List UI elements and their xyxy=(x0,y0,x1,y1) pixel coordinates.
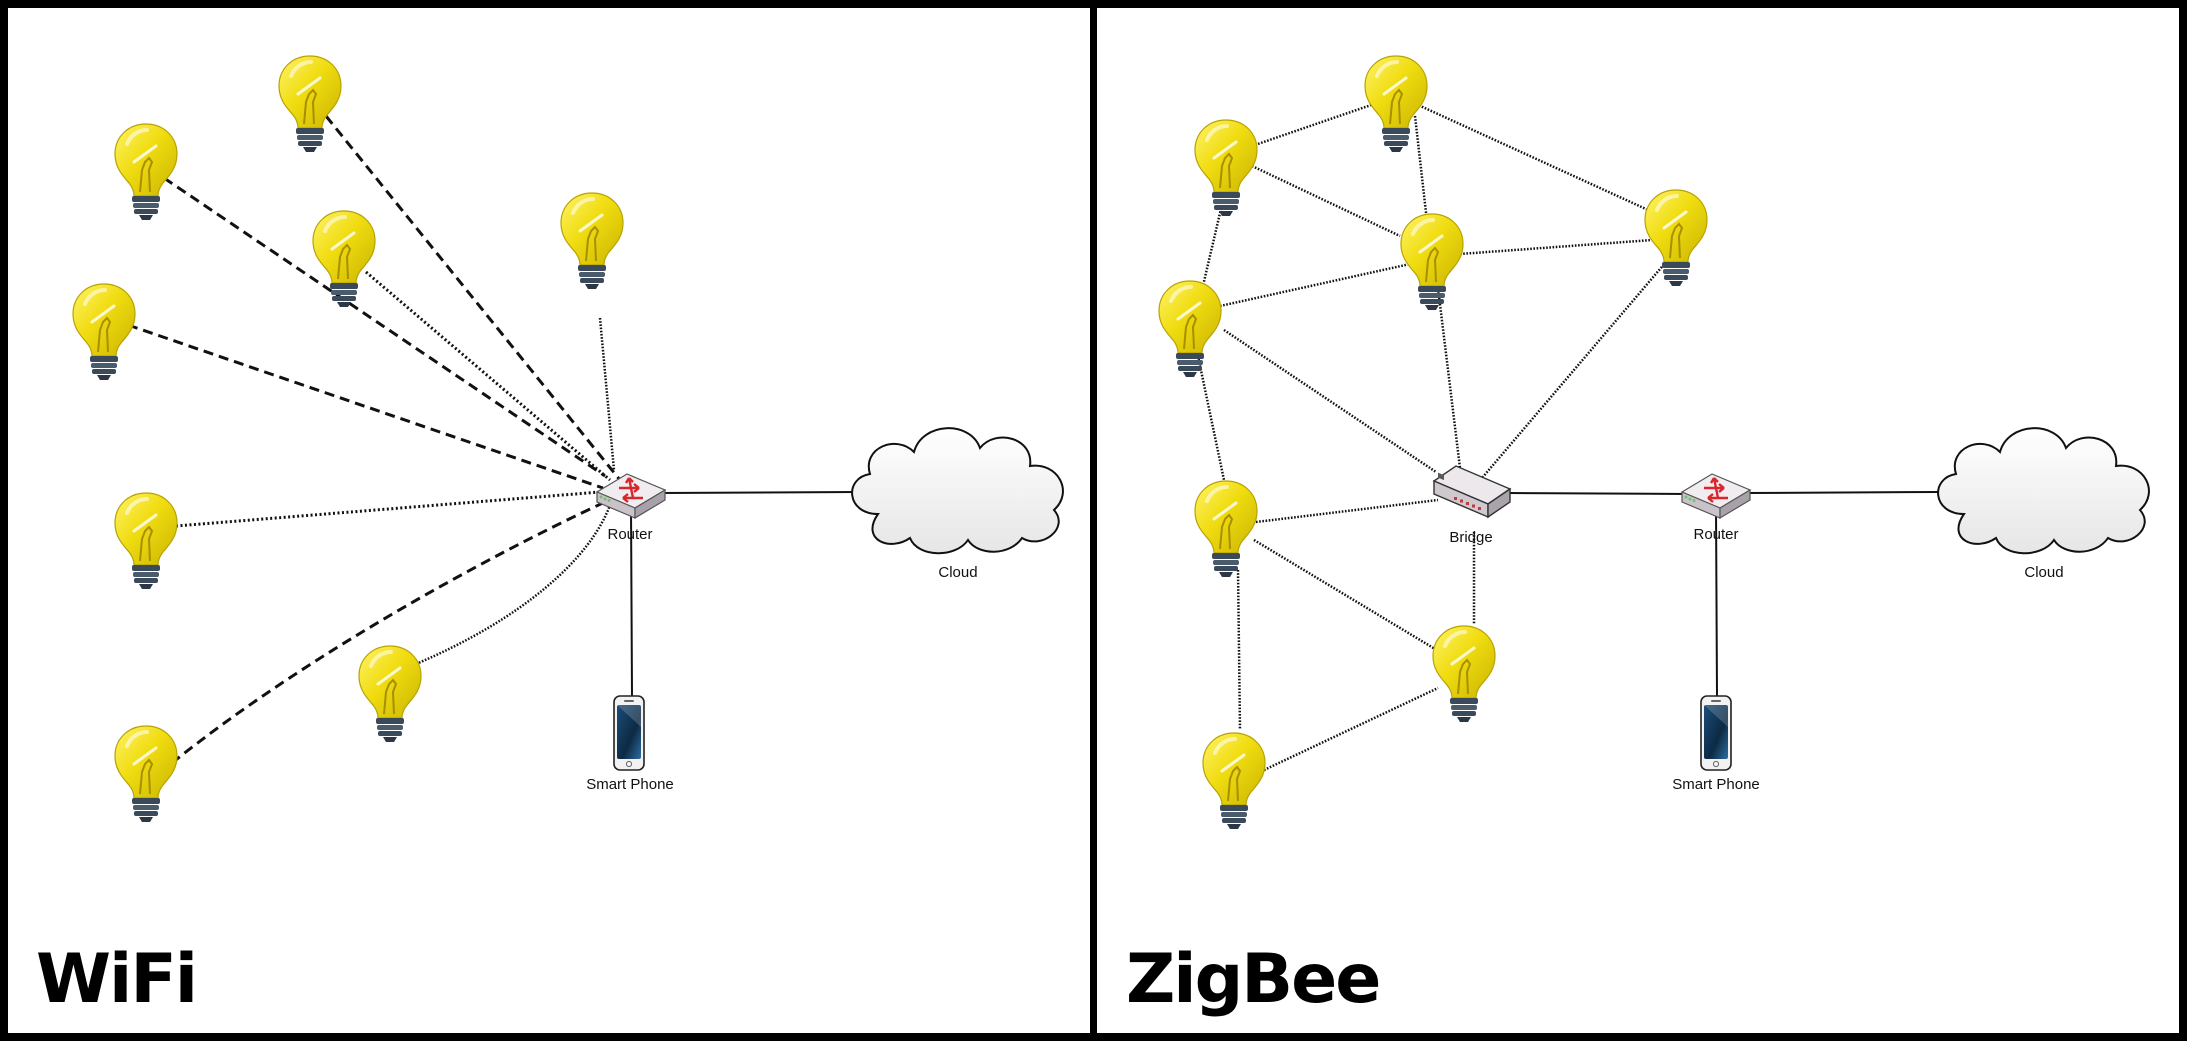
mesh-link xyxy=(1196,355,1226,481)
link-bulb-upper-left-router xyxy=(163,176,606,478)
panel-divider xyxy=(1090,0,1097,1041)
light-bulb-icon xyxy=(311,209,377,309)
router-label: Router xyxy=(607,526,652,543)
link-bulb-top-router xyxy=(324,115,622,481)
mesh-link xyxy=(1436,287,1462,469)
mesh-link xyxy=(1415,102,1671,222)
light-bulb-icon xyxy=(1193,479,1259,579)
light-bulb-icon xyxy=(1193,118,1259,218)
link-bulb-right-router xyxy=(598,317,616,471)
bridge-label: Bridge xyxy=(1449,529,1492,546)
router-label: Router xyxy=(1693,526,1738,543)
zigbee-panel-title: ZigBee xyxy=(1126,940,1379,1019)
link-bulb-bottom-router xyxy=(415,504,612,666)
link-bulb-bottom-left-router xyxy=(171,500,606,765)
mesh-link xyxy=(1236,569,1242,731)
link-router-phone xyxy=(630,507,633,697)
mesh-link xyxy=(1253,538,1441,654)
cloud-label: Cloud xyxy=(2024,564,2063,581)
mesh-link xyxy=(1223,328,1437,474)
mesh-link xyxy=(1481,261,1667,479)
smart-phone-icon xyxy=(1700,695,1732,771)
zigbee-panel: Bridge Router Cloud Smart Phone ZigBee xyxy=(1126,54,2150,1019)
mesh-link xyxy=(1251,102,1375,148)
wifi-links xyxy=(127,115,859,765)
router-icon xyxy=(1680,472,1752,520)
smart-phone-icon xyxy=(613,695,645,771)
light-bulb-icon xyxy=(113,724,179,824)
cloud-icon xyxy=(851,427,1064,555)
mesh-link xyxy=(1413,115,1430,231)
light-bulb-icon xyxy=(113,491,179,591)
light-bulb-icon xyxy=(1643,188,1709,288)
zigbee-mesh-links xyxy=(1196,102,1941,772)
wifi-panel-title: WiFi xyxy=(36,940,196,1019)
cloud-icon xyxy=(1937,427,2150,555)
link-router-cloud xyxy=(661,491,859,494)
link-bulb-left-router xyxy=(127,323,604,490)
link-bulb-middle-router xyxy=(365,270,611,482)
light-bulb-icon xyxy=(1431,624,1497,724)
mesh-link xyxy=(1255,498,1439,524)
mesh-link xyxy=(1219,262,1411,308)
mesh-link xyxy=(1251,164,1401,238)
mesh-link xyxy=(1263,686,1439,772)
mesh-link xyxy=(1459,238,1653,256)
link-router-phone xyxy=(1715,507,1718,697)
bridge-icon xyxy=(1433,465,1511,518)
light-bulb-icon xyxy=(357,644,423,744)
link-router-cloud xyxy=(1745,491,1941,494)
link-bulb-lower-left-router xyxy=(175,490,601,528)
light-bulb-icon xyxy=(559,191,625,291)
smart-phone-label: Smart Phone xyxy=(1672,776,1760,793)
light-bulb-icon xyxy=(113,122,179,222)
wifi-panel: Router Cloud Smart Phone WiFi xyxy=(36,54,1064,1019)
smart-phone-label: Smart Phone xyxy=(586,776,674,793)
link-bridge-router xyxy=(1507,492,1689,495)
mesh-link xyxy=(1200,195,1226,291)
light-bulb-icon xyxy=(277,54,343,154)
light-bulb-icon xyxy=(1363,54,1429,154)
light-bulb-icon xyxy=(1157,279,1223,379)
cloud-label: Cloud xyxy=(938,564,977,581)
light-bulb-icon xyxy=(71,282,137,382)
light-bulb-icon xyxy=(1399,212,1465,312)
light-bulb-icon xyxy=(1201,731,1267,831)
